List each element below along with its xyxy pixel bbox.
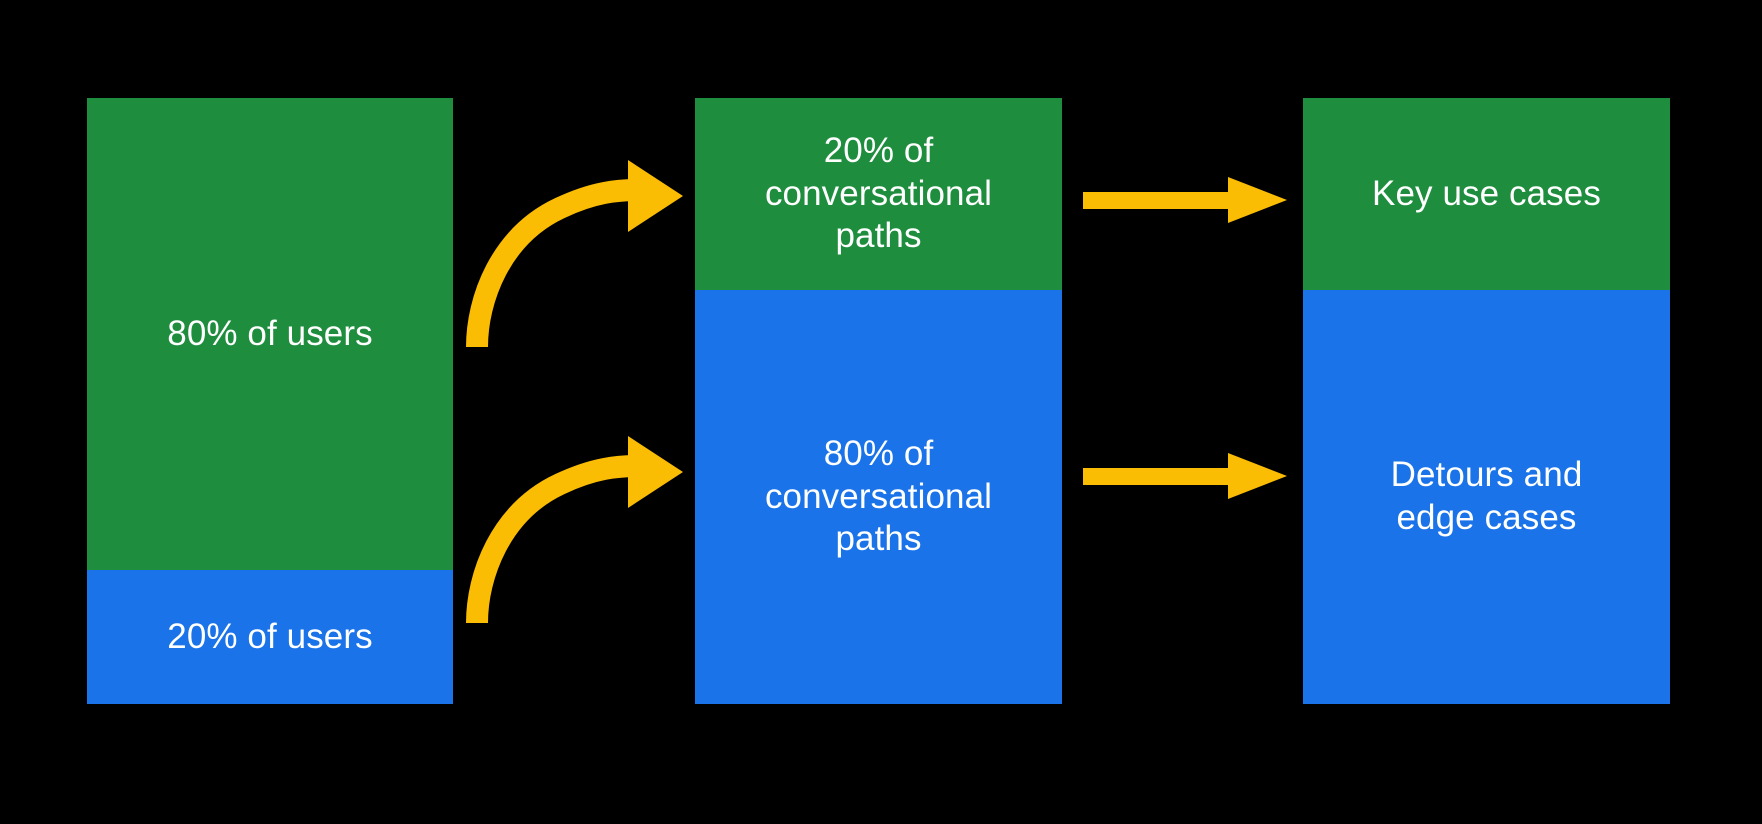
segment-label-detours-edge-cases: Detours and edge cases <box>1390 455 1583 537</box>
segment-label-paths-20: 20% of conversational paths <box>764 130 993 256</box>
column-users: 80% of users 20% of users <box>87 98 453 704</box>
column-conversational-paths: 20% of conversational paths 80% of conve… <box>695 98 1062 704</box>
segment-label-users-20: 20% of users <box>167 616 373 656</box>
arrow-users-80-to-paths-20[interactable] <box>455 165 695 365</box>
segment-users-80[interactable]: 80% of users <box>87 98 453 570</box>
arrow-users-20-to-paths-80[interactable] <box>455 440 695 640</box>
arrow-paths-80-to-detours[interactable] <box>1075 450 1295 500</box>
segment-label-paths-80: 80% of conversational paths <box>764 433 993 559</box>
segment-key-use-cases[interactable]: Key use cases <box>1303 98 1670 290</box>
segment-detours-edge-cases[interactable]: Detours and edge cases <box>1303 290 1670 704</box>
segment-label-users-80: 80% of users <box>167 313 373 353</box>
column-cases: Key use cases Detours and edge cases <box>1303 98 1670 704</box>
segment-label-key-use-cases: Key use cases <box>1372 173 1601 213</box>
segment-paths-20[interactable]: 20% of conversational paths <box>695 98 1062 290</box>
arrow-paths-20-to-key-use-cases[interactable] <box>1075 175 1295 225</box>
segment-users-20[interactable]: 20% of users <box>87 570 453 704</box>
segment-paths-80[interactable]: 80% of conversational paths <box>695 290 1062 704</box>
